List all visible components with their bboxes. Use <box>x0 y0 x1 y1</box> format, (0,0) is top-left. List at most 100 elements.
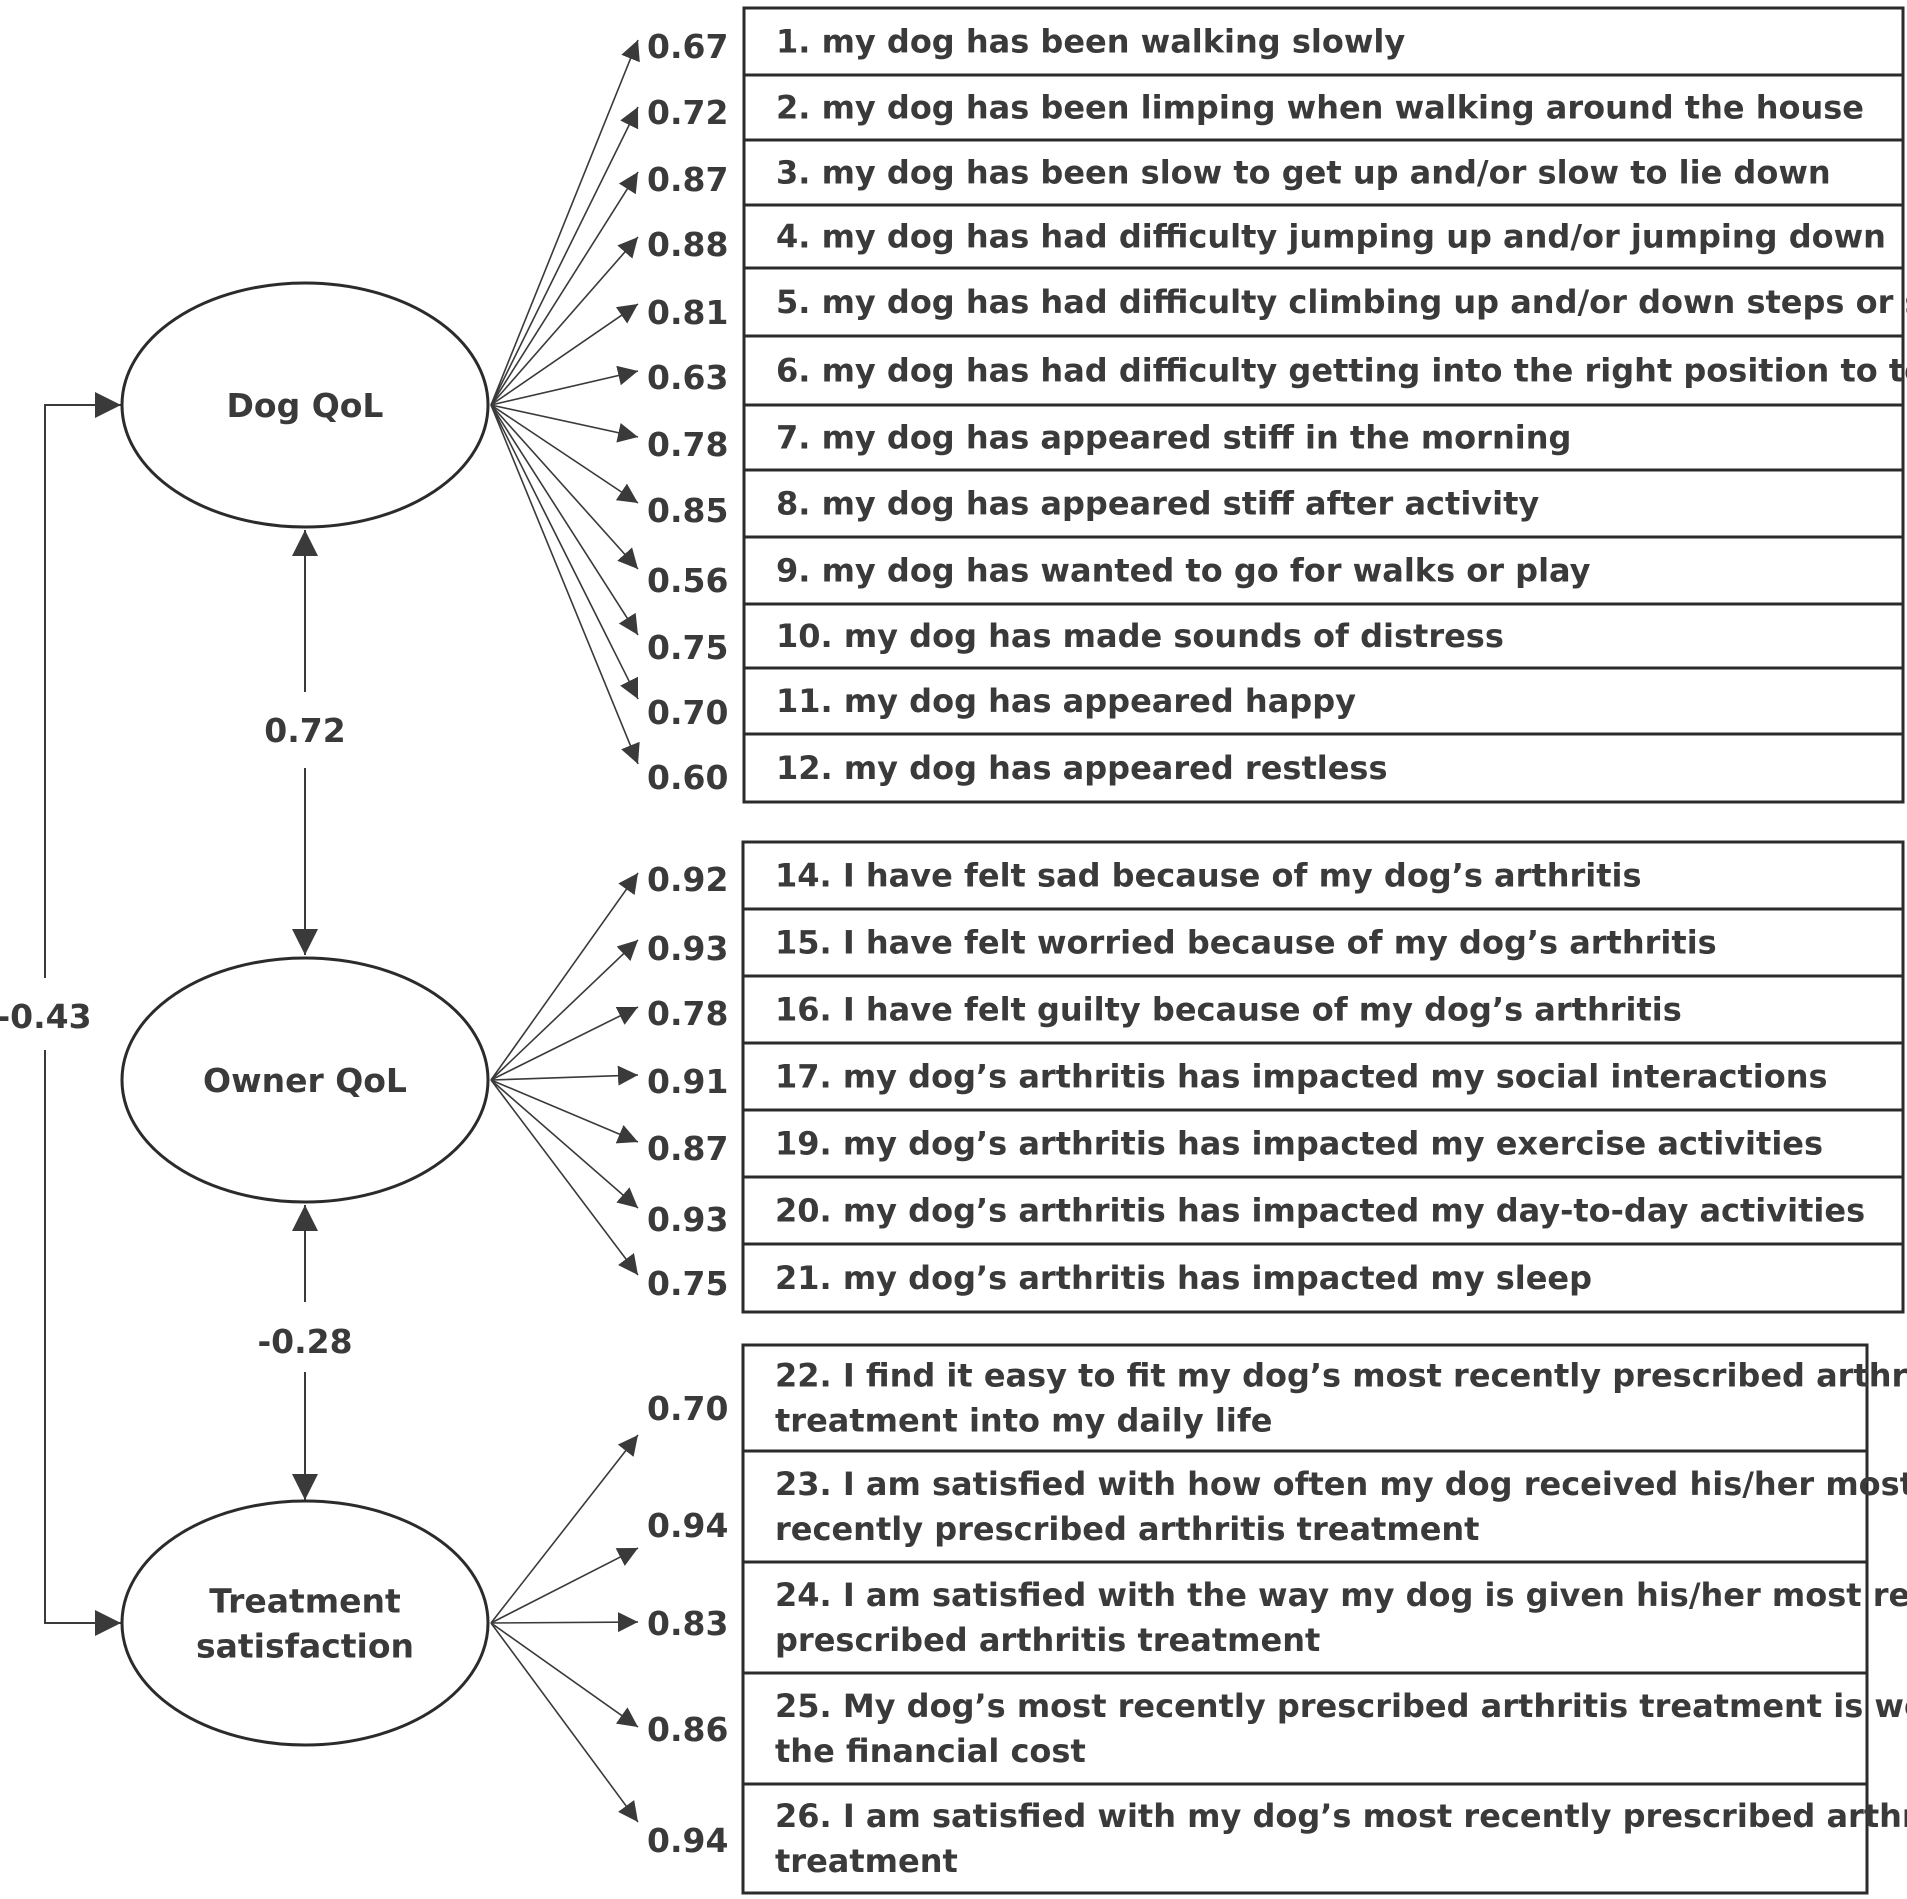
item-box <box>742 403 1905 472</box>
loading-value: 0.78 <box>647 425 728 464</box>
correlation-value-dog-treat: -0.43 <box>0 997 92 1036</box>
loading-arrow <box>490 236 639 406</box>
loading-arrow <box>490 1079 639 1276</box>
item-text: prescribed arthritis treatment <box>775 1621 1320 1659</box>
item-text: 5. my dog has had difficulty climbing up… <box>776 283 1907 321</box>
item-text: 16. I have felt guilty because of my dog… <box>775 991 1682 1029</box>
item-box <box>741 840 1905 911</box>
loading-value: 0.91 <box>647 1062 728 1101</box>
loading-value: 0.94 <box>647 1821 728 1860</box>
item-text: 10. my dog has made sounds of distress <box>776 617 1504 655</box>
item-text: 25. My dog’s most recently prescribed ar… <box>775 1687 1907 1725</box>
item-text: 23. I am satisfied with how often my dog… <box>775 1465 1907 1503</box>
item-text: 20. my dog’s arthritis has impacted my d… <box>775 1192 1865 1230</box>
loading-value: 0.83 <box>647 1604 728 1643</box>
item-box <box>741 1175 1905 1246</box>
loading-value: 0.93 <box>647 1200 728 1239</box>
loading-value: 0.78 <box>647 994 728 1033</box>
loading-value: 0.93 <box>647 929 728 968</box>
factor-label-dog: Dog QoL <box>227 386 384 425</box>
loading-value: 0.75 <box>647 628 728 667</box>
item-box <box>742 6 1905 77</box>
loading-arrow <box>490 404 639 700</box>
loading-value: 0.88 <box>647 225 728 264</box>
correlation-value-dog-owner: 0.72 <box>264 711 345 750</box>
item-text: 3. my dog has been slow to get up and/or… <box>776 154 1831 192</box>
loading-arrow <box>490 404 640 765</box>
item-text: the financial cost <box>775 1732 1086 1770</box>
loading-arrow <box>490 1622 639 1823</box>
loading-arrow <box>490 404 639 443</box>
item-text: 21. my dog’s arthritis has impacted my s… <box>775 1259 1592 1297</box>
item-box <box>741 1782 1869 1895</box>
item-box <box>742 732 1905 804</box>
loading-value: 0.94 <box>647 1506 728 1545</box>
item-text: 14. I have felt sad because of my dog’s … <box>775 857 1642 895</box>
factor-label-owner: Owner QoL <box>203 1061 407 1100</box>
loading-arrow <box>490 39 640 406</box>
loading-arrow <box>490 171 639 406</box>
item-text: 15. I have felt worried because of my do… <box>775 924 1717 962</box>
loading-arrow <box>490 404 639 504</box>
item-text: 6. my dog has had difficulty getting int… <box>776 352 1907 390</box>
item-box <box>742 602 1905 670</box>
item-box <box>741 1449 1869 1564</box>
loading-value: 0.56 <box>647 561 728 600</box>
loading-value: 0.87 <box>647 160 728 199</box>
loading-value: 0.63 <box>647 358 728 397</box>
loading-value: 0.87 <box>647 1129 728 1168</box>
loading-arrow <box>490 1622 639 1728</box>
loading-arrow <box>490 404 639 570</box>
item-text: 7. my dog has appeared stiff in the morn… <box>776 419 1571 457</box>
loading-arrow <box>490 939 639 1081</box>
item-text: 2. my dog has been limping when walking … <box>776 89 1864 127</box>
loading-arrow <box>490 1079 639 1144</box>
loading-arrow <box>490 1079 639 1209</box>
loading-arrow <box>490 303 639 406</box>
factor-ellipse-dog <box>120 281 490 529</box>
item-box <box>741 1242 1905 1314</box>
loading-arrow <box>490 404 639 636</box>
item-text: 17. my dog’s arthritis has impacted my s… <box>775 1058 1828 1096</box>
item-text: 8. my dog has appeared stiff after activ… <box>776 485 1539 523</box>
item-box <box>741 1343 1869 1453</box>
factor-label-treat: Treatment <box>209 1582 401 1621</box>
item-box <box>741 1560 1869 1675</box>
loading-value: 0.75 <box>647 1264 728 1303</box>
item-box <box>741 907 1905 978</box>
item-box <box>742 266 1905 338</box>
item-box <box>741 974 1905 1045</box>
item-text: treatment into my daily life <box>775 1402 1272 1440</box>
loading-arrow <box>490 1547 639 1624</box>
loading-value: 0.86 <box>647 1710 728 1749</box>
item-text: 12. my dog has appeared restless <box>776 749 1388 787</box>
loading-arrow <box>490 1612 639 1633</box>
item-text: 9. my dog has wanted to go for walks or … <box>776 552 1591 590</box>
loading-value: 0.70 <box>647 693 728 732</box>
correlation-arrow-dog-treat <box>44 1050 121 1636</box>
loading-value: 0.85 <box>647 491 728 530</box>
item-text: 19. my dog’s arthritis has impacted my e… <box>775 1125 1823 1163</box>
loading-arrow <box>490 1006 639 1081</box>
item-box <box>742 73 1905 142</box>
loading-value: 0.67 <box>647 27 728 66</box>
correlation-value-owner-treat: -0.28 <box>257 1322 352 1361</box>
item-text: treatment <box>775 1842 958 1880</box>
factor-label-treat: satisfaction <box>196 1627 414 1666</box>
item-text: recently prescribed arthritis treatment <box>775 1510 1479 1548</box>
loading-value: 0.60 <box>647 758 728 797</box>
loading-value: 0.70 <box>647 1389 728 1428</box>
loading-arrow <box>490 106 639 406</box>
loading-arrow <box>490 872 639 1081</box>
item-text: 1. my dog has been walking slowly <box>776 23 1405 61</box>
item-box <box>742 203 1905 270</box>
loading-arrow <box>490 365 639 406</box>
factor-ellipse-treat <box>120 1499 490 1747</box>
item-text: 11. my dog has appeared happy <box>776 682 1356 720</box>
loading-value: 0.72 <box>647 93 728 132</box>
loading-value: 0.92 <box>647 860 728 899</box>
item-box <box>742 535 1905 606</box>
factor-ellipse-owner <box>120 956 490 1204</box>
loading-value: 0.81 <box>647 293 728 332</box>
